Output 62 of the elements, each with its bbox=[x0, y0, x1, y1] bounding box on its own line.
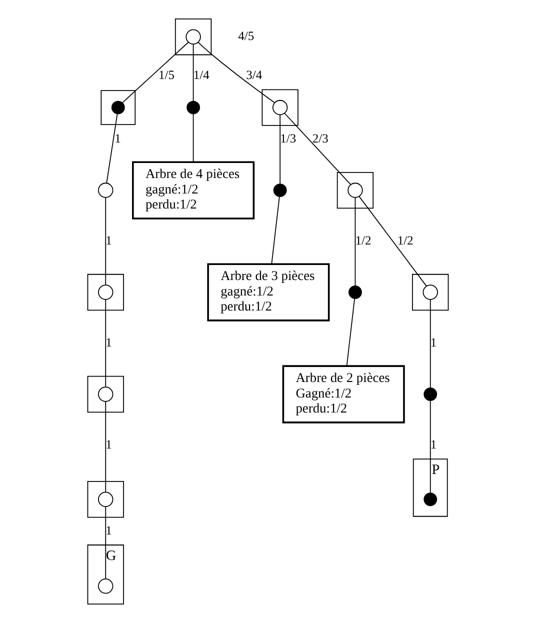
connector bbox=[358, 196, 426, 287]
connector bbox=[197, 42, 275, 104]
node-box: Arbre de 3 pièces gagné:1/2 perdu:1/2 bbox=[206, 263, 330, 322]
edge-label: 3/4 bbox=[246, 68, 262, 82]
connector bbox=[346, 298, 355, 366]
cluster bbox=[412, 458, 448, 517]
node-circle bbox=[98, 386, 113, 402]
edge-label: 1/4 bbox=[192, 68, 209, 82]
node-circle bbox=[98, 284, 113, 300]
cluster bbox=[86, 544, 124, 604]
node-dot bbox=[186, 100, 200, 114]
edge-label: 1 bbox=[105, 234, 112, 248]
connector bbox=[104, 298, 106, 388]
connector bbox=[106, 114, 118, 184]
node-circle bbox=[185, 29, 200, 44]
node-circle bbox=[347, 182, 362, 198]
connector bbox=[354, 197, 356, 286]
cluster bbox=[412, 274, 448, 311]
connector bbox=[284, 112, 350, 185]
connector bbox=[429, 298, 430, 388]
edge-label: 1 bbox=[430, 336, 436, 350]
connector bbox=[104, 401, 106, 492]
edge-label: 1 bbox=[105, 438, 112, 452]
edge-label: 1/2 bbox=[396, 234, 413, 248]
node-circle bbox=[98, 182, 113, 198]
cluster bbox=[86, 481, 124, 518]
edge-label: 1/2 bbox=[354, 234, 371, 248]
node-dot bbox=[348, 286, 362, 299]
node-label: P bbox=[431, 462, 440, 478]
node-dot bbox=[110, 100, 124, 114]
connector bbox=[192, 114, 194, 162]
node-circle bbox=[272, 100, 288, 116]
node-box: Arbre de 4 pièces gagné:1/2 perdu:1/2 bbox=[132, 161, 254, 220]
cluster bbox=[86, 274, 124, 311]
node-box: Arbre de 2 pièces Gagné:1/2 perdu:1/2 bbox=[282, 365, 404, 424]
edge-label: 1 bbox=[114, 132, 120, 146]
cluster bbox=[86, 376, 124, 413]
label: 4/5 bbox=[238, 29, 254, 44]
cluster bbox=[336, 172, 374, 209]
edge-label: 1 bbox=[105, 336, 112, 350]
node-dot bbox=[423, 388, 437, 401]
connector bbox=[279, 114, 280, 184]
connector bbox=[270, 196, 280, 264]
connector bbox=[104, 506, 106, 580]
connector bbox=[192, 44, 194, 102]
connector bbox=[104, 197, 106, 286]
node-dot bbox=[272, 184, 286, 197]
connector bbox=[121, 42, 188, 104]
cluster bbox=[100, 90, 136, 125]
edge-label: 1 bbox=[105, 523, 112, 538]
cluster bbox=[174, 18, 212, 56]
node-label: G bbox=[105, 548, 116, 564]
edge-label: 1 bbox=[430, 438, 436, 452]
edge-label: 1/3 bbox=[280, 132, 296, 146]
cluster bbox=[261, 89, 298, 126]
node-circle bbox=[98, 492, 113, 507]
connector bbox=[429, 400, 430, 494]
edge-label: 1/5 bbox=[158, 68, 174, 82]
edge-label: 2/3 bbox=[312, 132, 328, 146]
node-circle bbox=[422, 284, 438, 300]
node-circle bbox=[98, 578, 113, 594]
node-dot bbox=[423, 492, 437, 506]
